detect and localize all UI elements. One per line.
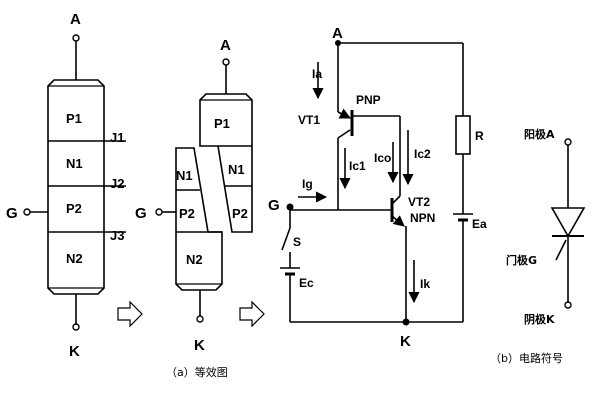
cathode-cn-label: 阴极K (524, 312, 555, 326)
block-top-n1: N1 (228, 162, 245, 177)
gate-terminal-icon (155, 208, 163, 216)
switch-label: S (293, 235, 301, 249)
junction-j1: J1 (110, 130, 124, 145)
circuit-gate-label: G (268, 197, 280, 214)
anode-label: A (220, 37, 231, 54)
block-bottom-n1: N1 (176, 168, 193, 183)
current-ic1-label: Ic1 (349, 159, 366, 173)
layer-n1: N1 (66, 156, 83, 171)
junction-j2: J2 (110, 176, 124, 191)
right-arrow-icon (117, 300, 143, 328)
gate-label: G (135, 205, 147, 222)
gate-cn-label: 门极G (506, 253, 537, 267)
anode-terminal-icon (564, 138, 572, 146)
anode-terminal-icon (222, 58, 230, 66)
source-ec-label: Ec (299, 276, 314, 290)
anode-cn-label: 阳极A (524, 127, 555, 141)
anode-terminal-icon (72, 34, 80, 42)
thyristor-symbol: 阳极A 门极G 阴极K （b）电路符号 (490, 127, 586, 365)
block-top-p1: P1 (214, 116, 230, 131)
upper-transistor-block (199, 93, 253, 233)
cathode-label: K (194, 337, 205, 354)
anode-label: A (70, 11, 81, 28)
gate-label: G (6, 205, 18, 222)
resistor-label: R (475, 129, 484, 143)
layer-n2: N2 (66, 251, 83, 266)
circuit-cathode-label: K (400, 333, 411, 350)
current-ia-label: Ia (312, 67, 322, 81)
split-equivalent-structure: A P1 N1 P2 N1 P2 N2 G K （a）等效图 (135, 37, 253, 379)
equivalent-circuit: A Ia PNP VT1 Ic1 Ico Ic2 G Ig VT2 N (268, 25, 487, 350)
vt1-label: VT1 (298, 113, 320, 127)
four-layer-structure: A P1 N1 P2 N2 J1 J2 J3 G K (6, 11, 126, 360)
block-bottom-p2: P2 (179, 206, 195, 221)
cathode-label: K (69, 343, 80, 360)
gate-terminal-icon (23, 208, 31, 216)
current-ik-label: Ik (420, 277, 430, 291)
layer-p2: P2 (66, 201, 82, 216)
source-ea-label: Ea (472, 217, 487, 231)
current-ig-label: Ig (302, 177, 313, 191)
caption-symbol: （b）电路符号 (490, 352, 563, 365)
cathode-terminal-icon (564, 301, 572, 309)
circuit-anode-label: A (332, 25, 343, 42)
block-bottom-n2: N2 (186, 252, 203, 267)
current-ico-label: Ico (374, 151, 391, 165)
cathode-terminal-icon (72, 323, 80, 331)
current-ic2-label: Ic2 (414, 147, 431, 161)
vt2-type-label: NPN (410, 211, 435, 225)
layer-p1: P1 (66, 111, 82, 126)
resistor-r-icon (455, 115, 471, 155)
junction-j3: J3 (110, 228, 124, 243)
right-arrow-icon (239, 300, 265, 328)
vt2-label: VT2 (408, 195, 430, 209)
cathode-terminal-icon (196, 315, 204, 323)
switch-s-icon[interactable] (281, 227, 291, 251)
thyristor-diode-icon (550, 207, 586, 238)
vt1-type-label: PNP (356, 93, 381, 107)
block-top-p2: P2 (232, 206, 248, 221)
caption-equivalent: （a）等效图 (166, 365, 228, 379)
